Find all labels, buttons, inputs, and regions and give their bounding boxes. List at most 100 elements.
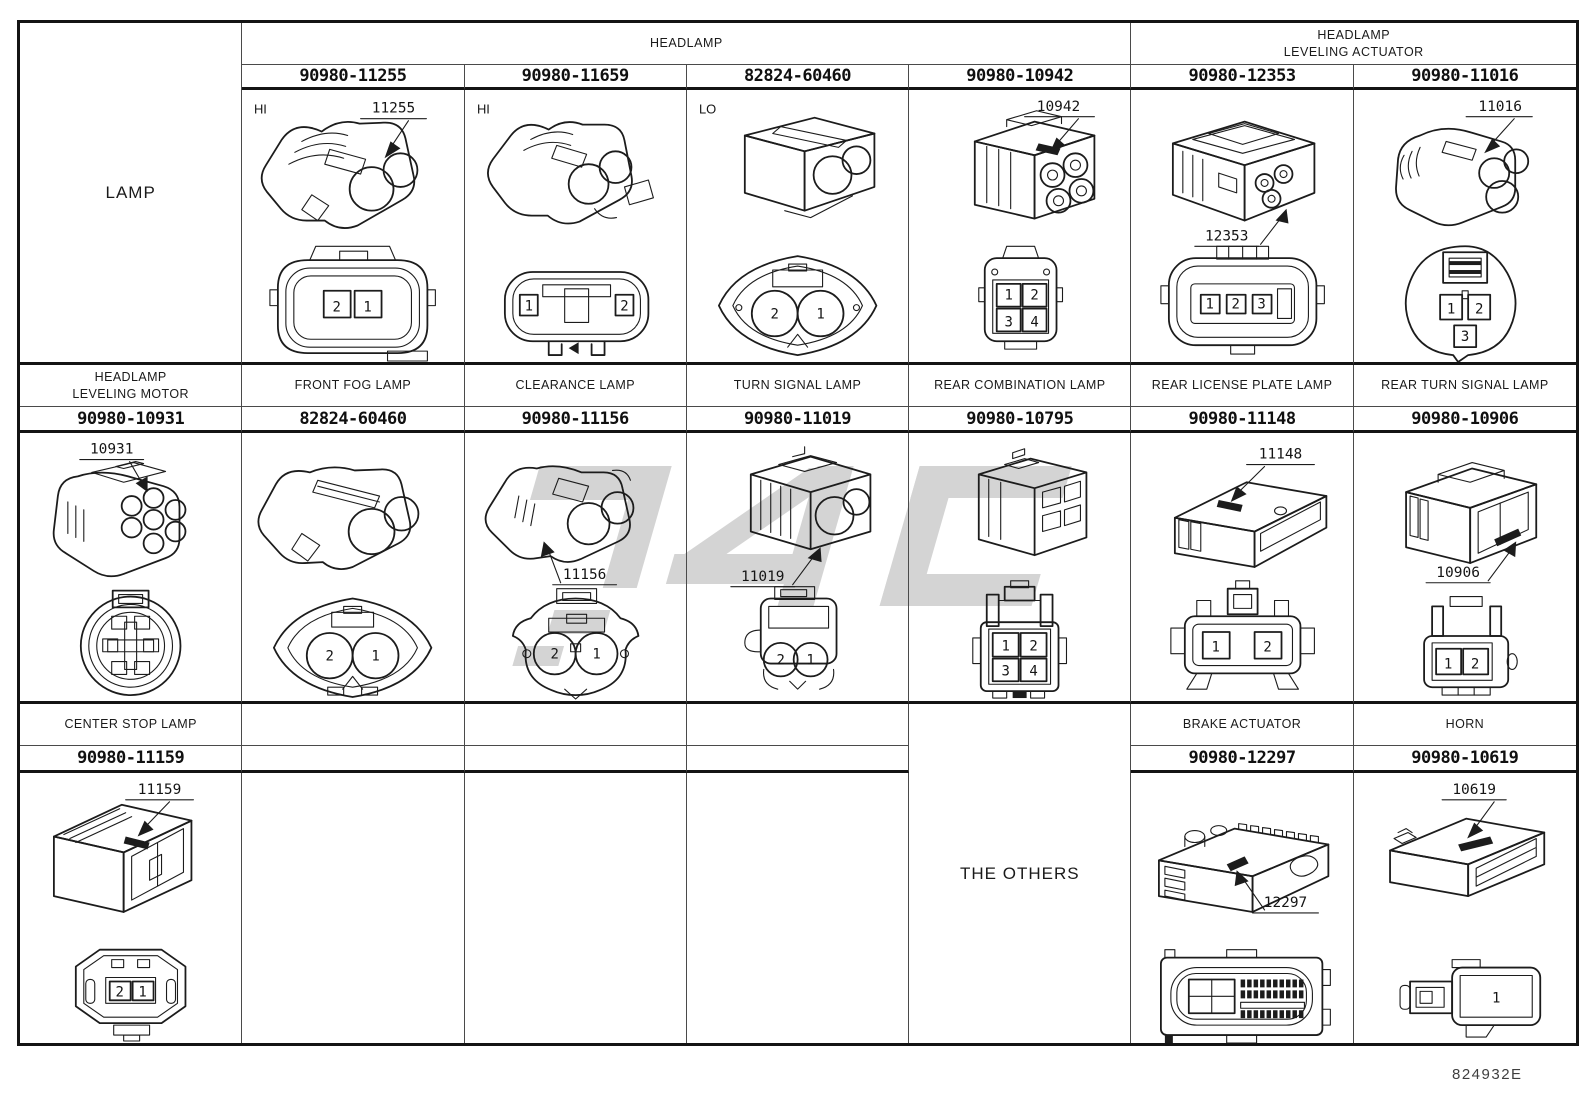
part-number-90980-11659[interactable]: 90980-11659 <box>464 65 687 90</box>
part-number-90980-11016[interactable]: 90980-11016 <box>1353 65 1576 90</box>
pin-number: 3 <box>1002 663 1010 679</box>
header-leveling-line1: HEADLAMP <box>1317 27 1391 42</box>
callout-number: 11156 <box>562 567 605 583</box>
connector-drawing-10942: 10942 1 2 3 <box>909 90 1132 365</box>
header-headlamp-leveling-actuator: HEADLAMP LEVELING ACTUATOR <box>1131 23 1576 65</box>
pin-number: 2 <box>620 299 628 315</box>
connector-table: LAMP HEADLAMP HEADLAMP LEVELING ACTUATOR… <box>17 20 1579 1046</box>
empty-pn-cell <box>464 746 687 773</box>
pin-number: 2 <box>326 649 334 665</box>
pin-number: 2 <box>1232 297 1240 313</box>
callout-number: 12353 <box>1205 228 1248 244</box>
part-number-90980-12297[interactable]: 90980-12297 <box>1131 746 1354 773</box>
part-number-90980-11255[interactable]: 90980-11255 <box>242 65 465 90</box>
the-others-label: THE OTHERS <box>960 863 1080 883</box>
empty-label-cell <box>464 704 687 746</box>
pin-number: 1 <box>1212 640 1220 656</box>
callout-number: 11148 <box>1259 447 1302 463</box>
header-headlamp-text: HEADLAMP <box>649 36 723 51</box>
the-others-cell: THE OTHERS <box>909 704 1132 1043</box>
part-number-90980-10942[interactable]: 90980-10942 <box>909 65 1132 90</box>
pin-number: 3 <box>1005 314 1013 330</box>
connector-drawing-11019: 11019 2 1 <box>686 433 910 704</box>
pin-number: 1 <box>138 984 146 1000</box>
part-number-82824-60460[interactable]: 82824-60460 <box>686 65 910 90</box>
pin-number: 2 <box>550 647 558 663</box>
hi-lo-tag: HI <box>254 102 267 117</box>
part-number-90980-11148[interactable]: 90980-11148 <box>1131 407 1354 433</box>
callout-number: 11255 <box>372 101 415 117</box>
pin-number: 1 <box>1447 302 1455 318</box>
pin-number: 1 <box>1002 639 1010 655</box>
part-number-90980-10906[interactable]: 90980-10906 <box>1353 407 1576 433</box>
diagram-code: 824932E <box>1452 1066 1523 1083</box>
part-number-90980-10619[interactable]: 90980-10619 <box>1353 746 1576 773</box>
label-rear-turn-signal-lamp: REAR TURN SIGNAL LAMP <box>1353 365 1576 407</box>
hi-lo-tag: LO <box>699 102 716 117</box>
pin-number: 3 <box>1258 297 1266 313</box>
connector-drawing-11148: 11148 1 2 <box>1131 433 1354 704</box>
connector-drawing-10906: 10906 1 2 <box>1353 433 1576 704</box>
pin-number: 1 <box>1444 657 1452 673</box>
callout-number: 11016 <box>1478 99 1522 115</box>
callout-number: 11019 <box>741 569 784 585</box>
pin-number: 1 <box>372 649 380 665</box>
callout-number: 10619 <box>1452 782 1496 798</box>
pin-number: 2 <box>1031 288 1039 304</box>
connector-11659-art: HI 1 2 <box>477 102 654 356</box>
connector-11016-art: 11016 1 2 3 <box>1394 99 1533 362</box>
callout-number: 10906 <box>1436 565 1480 581</box>
part-number-90980-10795[interactable]: 90980-10795 <box>909 407 1132 433</box>
empty-image-cell <box>242 773 465 1043</box>
pin-number: 2 <box>1471 657 1479 673</box>
callout-number: 12297 <box>1264 895 1307 911</box>
callout-number: 10931 <box>90 442 133 458</box>
connector-drawing-11255: HI 11255 2 1 <box>242 90 465 365</box>
header-leveling-line2: LEVELING ACTUATOR <box>1283 44 1424 59</box>
label-front-fog-lamp: FRONT FOG LAMP <box>242 365 465 407</box>
connector-11148-art: 11148 1 2 <box>1170 447 1328 690</box>
connector-drawing-82824-60460-hi: LO 2 1 <box>686 90 910 365</box>
label-horn: HORN <box>1353 704 1576 746</box>
part-number-90980-11159[interactable]: 90980-11159 <box>20 746 243 773</box>
connector-10795-art: 1 2 3 4 <box>972 448 1088 699</box>
pin-number: 1 <box>806 653 814 669</box>
empty-label-cell <box>242 704 465 746</box>
connector-fog-art: 2 1 <box>257 466 433 698</box>
label-headlamp-leveling-motor: HEADLAMP LEVELING MOTOR <box>20 365 243 407</box>
callout-number: 10942 <box>1037 99 1080 115</box>
connector-drawing-fog-60460: 2 1 <box>242 433 465 704</box>
empty-label-cell <box>686 704 910 746</box>
connector-drawing-10619: 10619 1 <box>1354 773 1576 1043</box>
part-number-82824-60460-fog[interactable]: 82824-60460 <box>242 407 465 433</box>
row-group-label-lamp: LAMP <box>20 23 243 365</box>
pin-number: 1 <box>816 307 824 323</box>
connector-11255-art: HI 11255 2 1 <box>254 101 437 362</box>
connector-11019-art: 11019 2 1 <box>730 446 872 690</box>
connector-drawing-11659: HI 1 2 <box>464 90 687 365</box>
part-number-90980-10931[interactable]: 90980-10931 <box>20 407 243 433</box>
label-center-stop-lamp: CENTER STOP LAMP <box>20 704 243 746</box>
pin-number: 4 <box>1030 663 1038 679</box>
pin-number: 2 <box>1030 639 1038 655</box>
label-rear-license-plate-lamp: REAR LICENSE PLATE LAMP <box>1131 365 1354 407</box>
header-headlamp: HEADLAMP <box>242 23 1132 65</box>
connector-11159-art: 11159 2 1 <box>52 782 194 1042</box>
connector-12353-art: 12353 1 2 3 <box>1160 120 1326 355</box>
label-turn-signal-lamp: TURN SIGNAL LAMP <box>686 365 910 407</box>
empty-pn-cell <box>686 746 910 773</box>
part-number-90980-11156[interactable]: 90980-11156 <box>464 407 687 433</box>
connector-drawing-10795: 1 2 3 4 <box>909 433 1132 704</box>
connector-10619-art: 10619 1 <box>1388 782 1545 1038</box>
part-number-90980-12353[interactable]: 90980-12353 <box>1131 65 1354 90</box>
connector-drawing-12353: 12353 1 2 3 <box>1131 90 1354 365</box>
connector-drawing-11156: 11156 2 1 <box>464 433 687 704</box>
part-number-90980-11019[interactable]: 90980-11019 <box>686 407 910 433</box>
connector-10942-art: 10942 1 2 3 <box>974 99 1096 350</box>
brand-watermark <box>512 466 1072 666</box>
hi-lo-tag: HI <box>477 102 490 117</box>
empty-image-cell <box>687 773 910 1043</box>
pin-number: 1 <box>524 299 532 315</box>
lamp-label: LAMP <box>105 182 156 202</box>
